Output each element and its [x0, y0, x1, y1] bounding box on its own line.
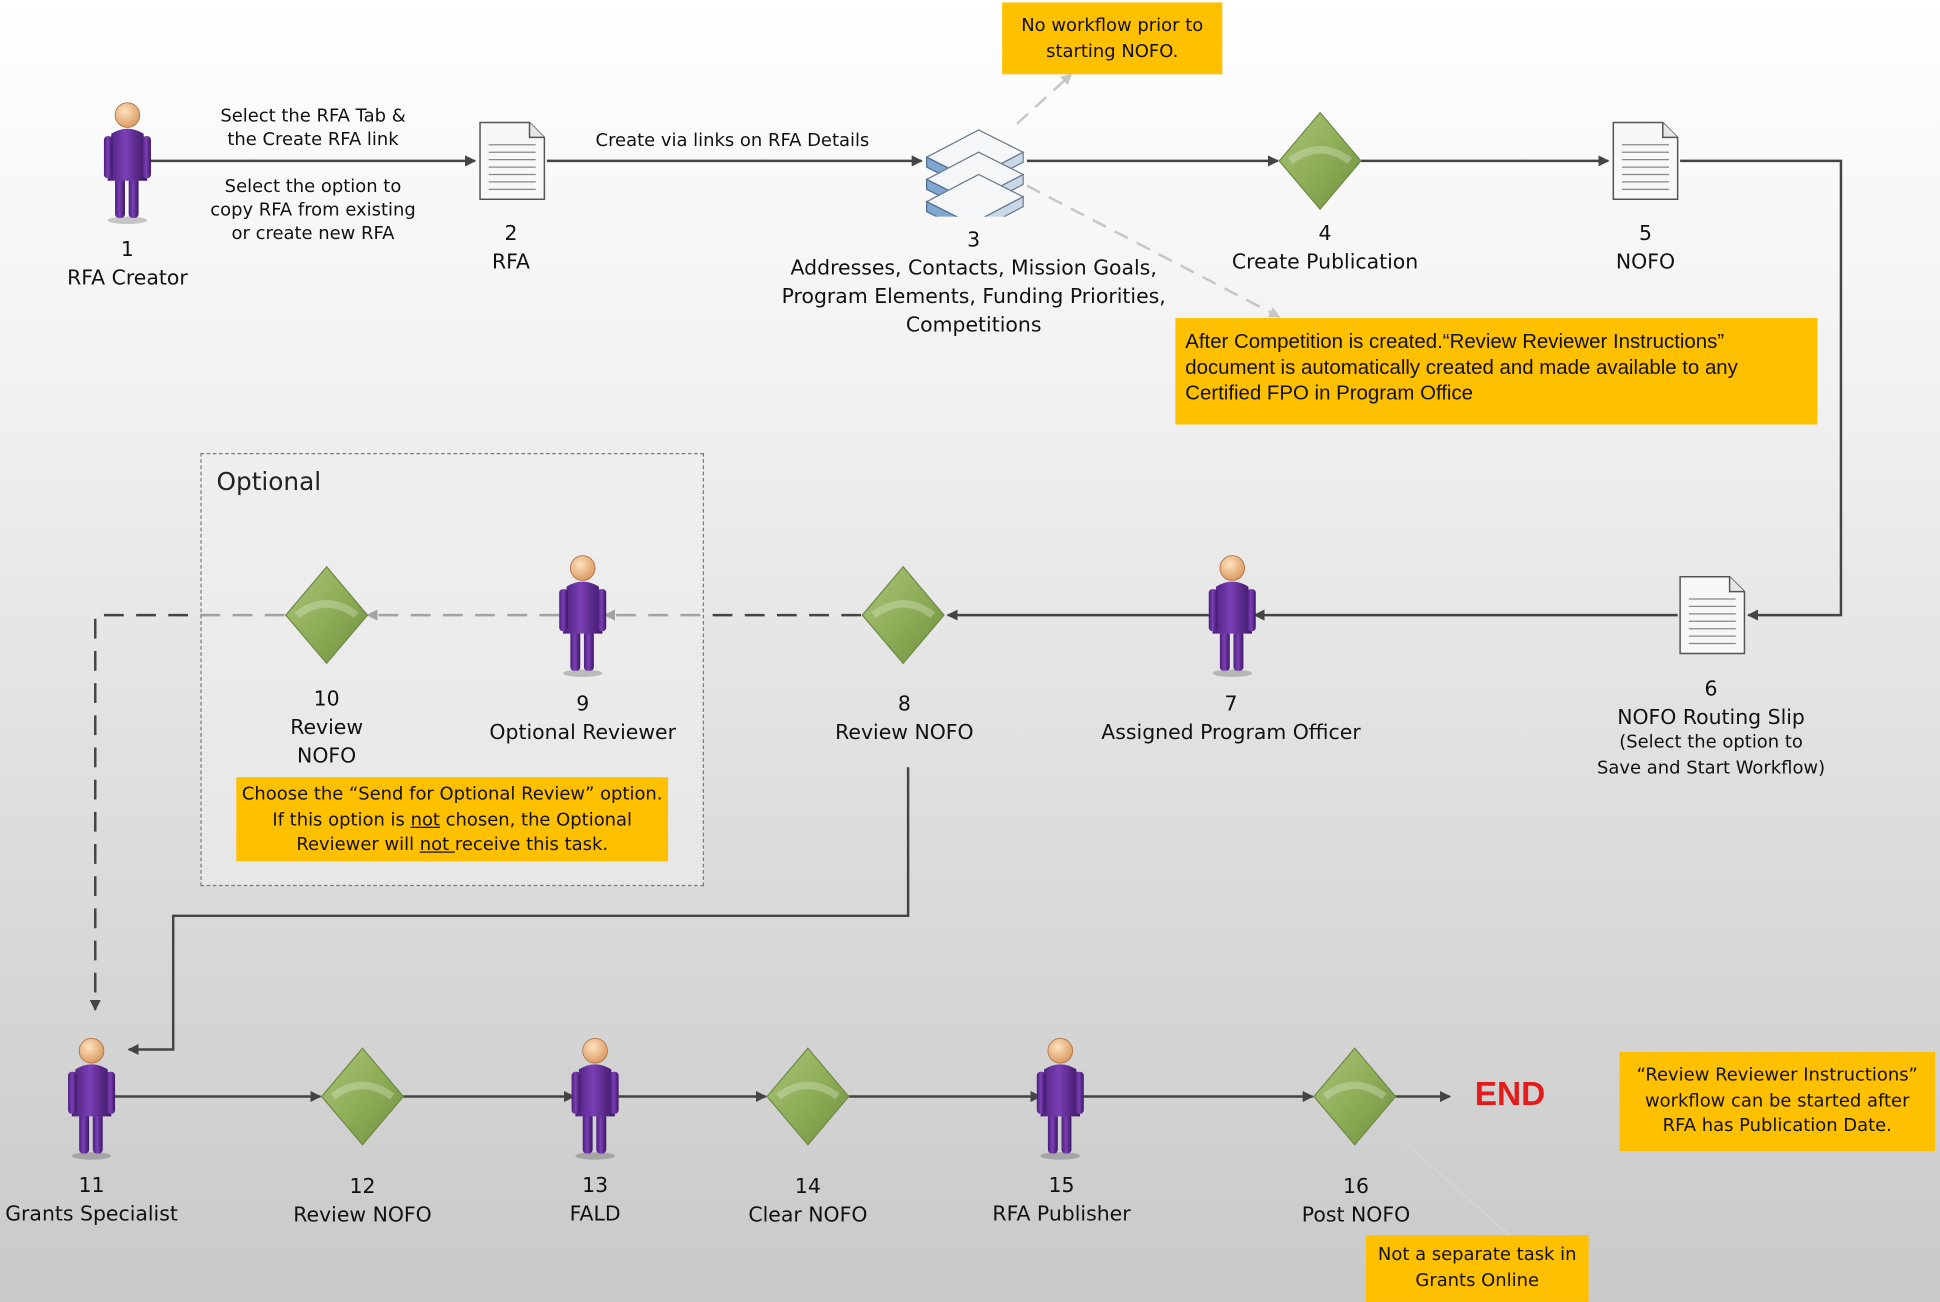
end-label: END — [1474, 1075, 1546, 1113]
decision-diamond-icon[interactable] — [320, 1047, 405, 1146]
edge-label-create-links: Create via links on RFA Details — [595, 131, 870, 151]
callout-after-competition — [1026, 184, 1281, 318]
document-icon[interactable] — [1678, 574, 1747, 656]
decision-diamond-icon[interactable] — [1278, 111, 1362, 211]
edge-label-rfa-tab: Select the RFA Tab &the Create RFA link — [220, 106, 406, 150]
optional-group-title: Optional — [216, 466, 322, 497]
edge-5-6 — [1680, 159, 1843, 621]
edge-10-11-dashed — [89, 613, 285, 1011]
note-after-competition: After Competition is created.“Review Rev… — [1175, 318, 1818, 425]
callout-no-workflow — [1016, 73, 1073, 125]
decision-diamond-icon[interactable] — [766, 1047, 850, 1146]
person-icon[interactable] — [64, 1035, 118, 1161]
note-choose-send: Choose the “Send for Optional Review” op… — [236, 777, 669, 862]
decision-diamond-icon[interactable] — [861, 565, 945, 665]
person-icon[interactable] — [556, 552, 610, 678]
person-icon[interactable] — [100, 99, 154, 225]
note-review-instructions: “Review Reviewer Instructions”workflow c… — [1619, 1051, 1935, 1151]
person-icon[interactable] — [1205, 552, 1259, 678]
person-icon[interactable] — [1033, 1035, 1087, 1161]
callout-not-separate — [1378, 1119, 1513, 1239]
edge-8-11 — [127, 767, 910, 1056]
decision-diamond-icon[interactable] — [284, 565, 369, 665]
document-icon[interactable] — [1611, 120, 1680, 202]
stacked-documents-icon[interactable] — [922, 105, 1028, 235]
person-icon[interactable] — [568, 1035, 622, 1161]
document-icon[interactable] — [478, 120, 547, 202]
decision-diamond-icon[interactable] — [1313, 1047, 1397, 1146]
